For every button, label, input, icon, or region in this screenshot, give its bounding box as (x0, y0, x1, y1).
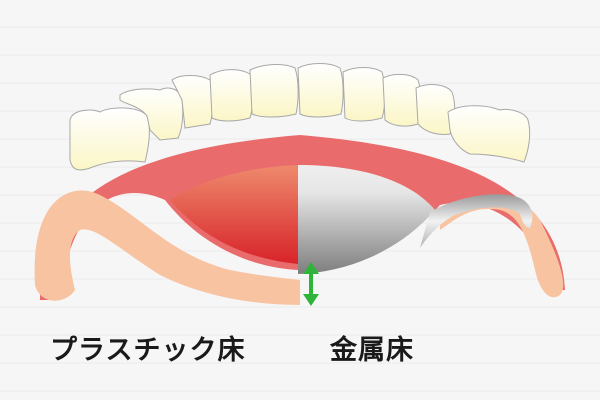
left-base-flange (34, 190, 300, 305)
thickness-arrow-icon (303, 262, 319, 306)
metal-base-label: 金属床 (330, 335, 414, 366)
metal-clasp (420, 194, 533, 248)
teeth (69, 63, 531, 171)
plastic-base (170, 165, 298, 264)
right-base-flange (440, 195, 564, 298)
plastic-base-label: プラスチック床 (50, 335, 246, 366)
metal-base (298, 165, 435, 274)
